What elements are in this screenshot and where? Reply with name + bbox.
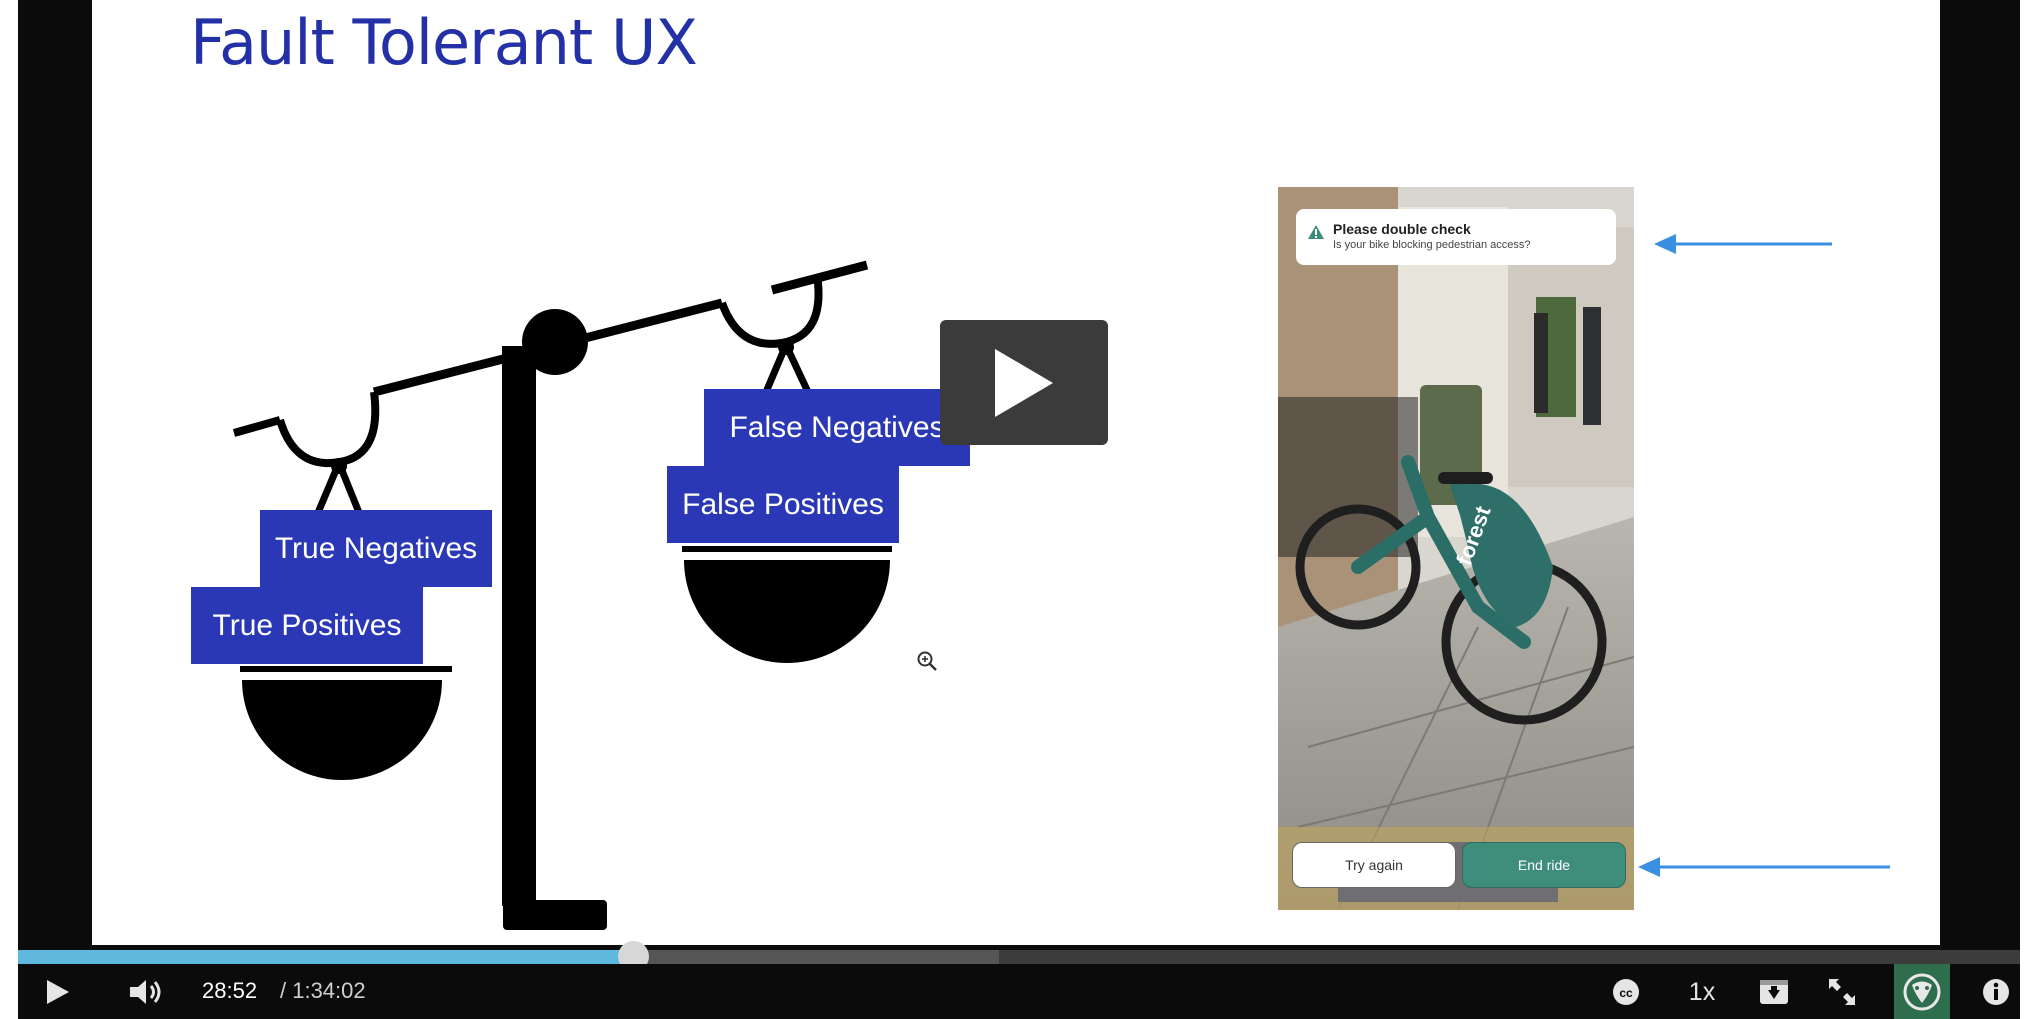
phone-screenshot: forest Please double check Is your bike … [1278,187,1634,910]
label-false-negatives: False Negatives [704,389,970,466]
try-again-button[interactable]: Try again [1292,842,1456,888]
street-photo: forest [1278,187,1634,910]
balance-scale-illustration [232,260,892,930]
fullscreen-icon [1829,979,1855,1005]
ram-logo-icon [1903,973,1941,1010]
info-icon [1983,979,2009,1005]
warning-icon [1308,225,1324,239]
label-false-positives: False Positives [667,466,899,543]
zoom-in-icon[interactable] [916,650,938,672]
info-button[interactable] [1980,976,2012,1008]
progress-bar[interactable] [18,941,2020,972]
volume-icon [130,980,161,1004]
download-icon [1760,980,1788,1004]
control-bar: 28:52 / 1:34:02 cc 1x [18,964,2020,1019]
end-ride-arrow-icon [1638,857,1890,877]
duration: / 1:34:02 [280,978,366,1003]
alert-arrow-icon [1654,234,1832,254]
play-overlay-button[interactable] [940,320,1108,445]
video-frame-slide: Fault Tolerant UX True Negatives True Po… [92,0,1940,945]
play-button[interactable] [40,974,76,1010]
play-icon [995,348,1053,417]
slide-title: Fault Tolerant UX [190,6,698,79]
download-button[interactable] [1758,976,1790,1008]
label-true-negatives: True Negatives [260,510,492,587]
svg-text:cc: cc [1619,986,1633,1000]
logo-button[interactable] [1894,964,1950,1019]
play-icon [47,980,69,1004]
alert-message: Is your bike blocking pedestrian access? [1333,239,1531,251]
closed-captions-icon: cc [1613,979,1639,1005]
label-true-positives: True Positives [191,587,423,664]
alert-title: Please double check [1333,221,1471,237]
captions-button[interactable]: cc [1610,976,1642,1008]
progress-played [18,950,633,964]
playback-speed-button[interactable]: 1x [1688,977,1716,1006]
alert-card [1296,209,1616,265]
volume-button[interactable] [126,974,166,1010]
current-time: 28:52 [202,978,258,1003]
fullscreen-button[interactable] [1826,976,1858,1008]
end-ride-button[interactable]: End ride [1462,842,1626,888]
